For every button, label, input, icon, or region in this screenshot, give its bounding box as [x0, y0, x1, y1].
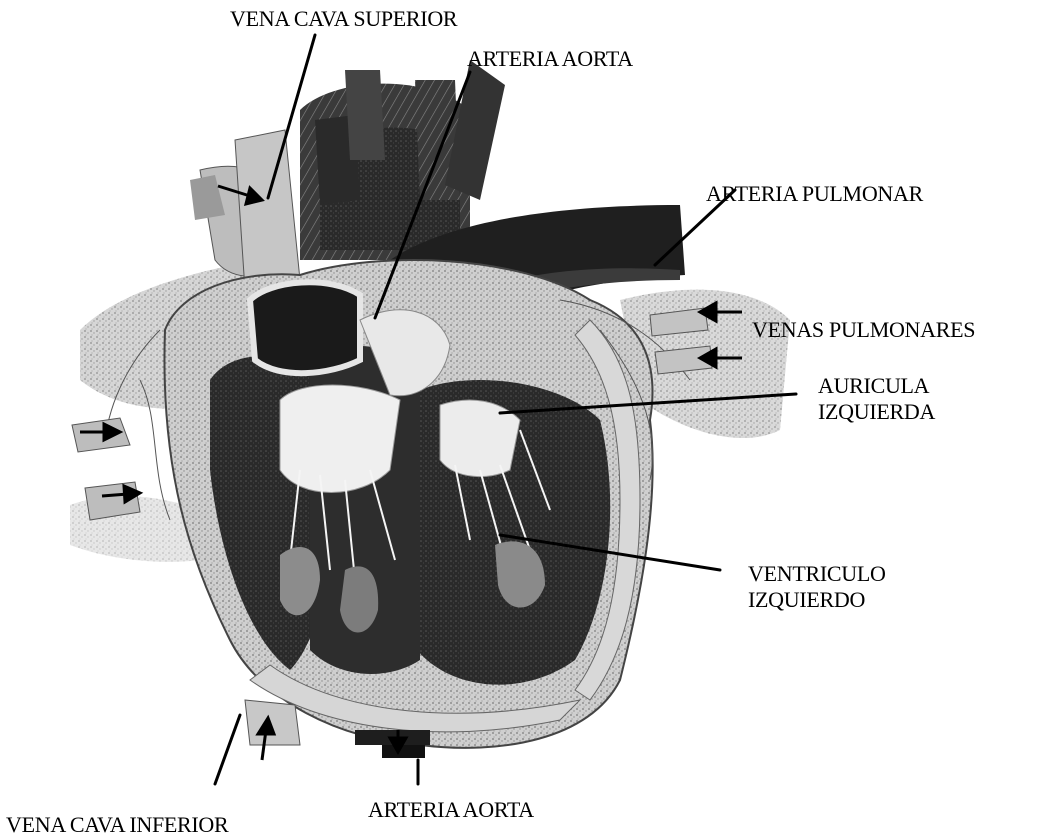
label-auricula-line-1: AURICULA — [818, 373, 935, 399]
label-auricula-line-2: IZQUIERDA — [818, 399, 935, 425]
vena-cava-superior-vessel — [190, 130, 300, 290]
leader-vena-cava-inferior — [215, 715, 240, 784]
label-ventriculo-line-2: IZQUIERDO — [748, 587, 886, 613]
label-ventriculo-izquierdo: VENTRICULO IZQUIERDO — [748, 561, 886, 613]
label-vena-cava-superior: VENA CAVA SUPERIOR — [230, 6, 457, 32]
label-vena-cava-inferior: VENA CAVA INFERIOR — [6, 812, 228, 838]
label-ventriculo-line-1: VENTRICULO — [748, 561, 886, 587]
label-venas-pulmonares: VENAS PULMONARES — [752, 317, 975, 343]
label-arteria-pulmonar: ARTERIA PULMONAR — [706, 181, 923, 207]
label-arteria-aorta-bottom: ARTERIA AORTA — [368, 797, 534, 823]
label-auricula-izquierda: AURICULA IZQUIERDA — [818, 373, 935, 425]
label-arteria-aorta-top: ARTERIA AORTA — [467, 46, 633, 72]
